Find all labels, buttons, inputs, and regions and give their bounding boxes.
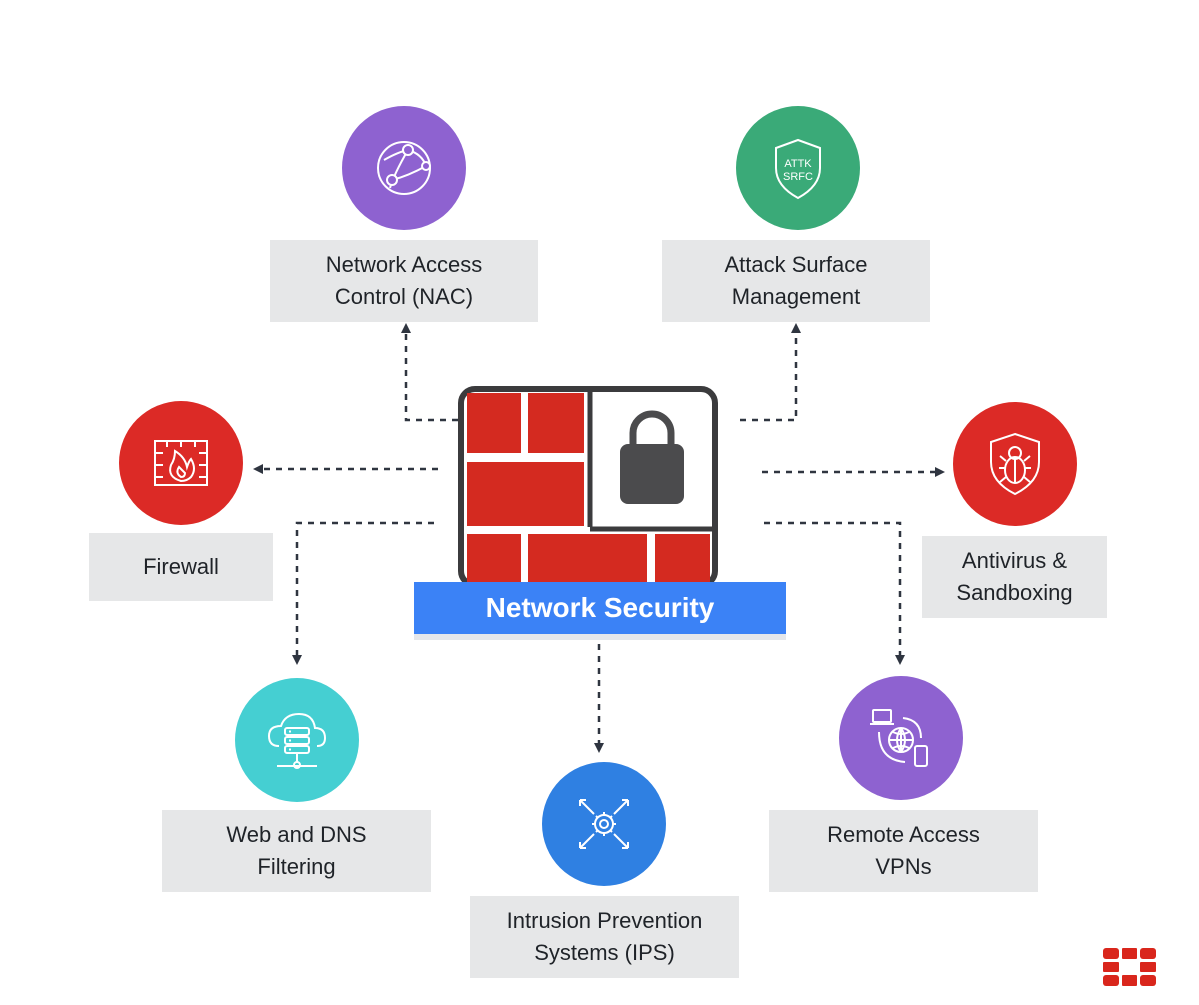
antivirus-label-line2: Sandboxing	[956, 580, 1073, 605]
vpn-icon-circle	[839, 676, 963, 800]
ips-icon-circle	[542, 762, 666, 886]
dns-label-line1: Web and DNS	[226, 822, 367, 847]
vpn-label: Remote Access VPNs	[769, 810, 1038, 892]
antivirus-label-line1: Antivirus &	[961, 548, 1068, 573]
cloud-server-icon	[267, 712, 327, 769]
center-title: Network Security	[414, 582, 786, 640]
asm-icon-circle: ATTK SRFC	[736, 106, 860, 230]
nac-label: Network Access Control (NAC)	[270, 240, 538, 322]
bug-shield-icon	[990, 432, 1040, 496]
asm-label: Attack Surface Management	[662, 240, 930, 322]
ips-label: Intrusion Prevention Systems (IPS)	[470, 896, 739, 978]
vpn-label-line1: Remote Access	[827, 822, 980, 847]
connector-dns	[292, 521, 434, 665]
ips-label-line2: Systems (IPS)	[534, 940, 675, 965]
devices-globe-icon	[870, 709, 928, 767]
nac-icon-circle	[342, 106, 466, 230]
asm-label-line2: Management	[731, 284, 861, 309]
dns-label: Web and DNS Filtering	[162, 810, 431, 892]
connector-nac	[401, 323, 458, 422]
shield-text-line2: SRFC	[783, 171, 813, 183]
connector-asm	[740, 323, 801, 422]
antivirus-label: Antivirus & Sandboxing	[922, 536, 1107, 618]
gear-arrows-icon	[579, 799, 629, 849]
shield-text-line1: ATTK	[784, 158, 812, 170]
globe-network-icon	[377, 141, 431, 195]
asm-label-line1: Attack Surface	[724, 252, 868, 277]
ips-label-line1: Intrusion Prevention	[506, 908, 703, 933]
dns-label-line2: Filtering	[257, 854, 336, 879]
connector-vpn	[764, 521, 905, 665]
nac-label-line2: Control (NAC)	[334, 284, 474, 309]
shield-icon: ATTK SRFC	[775, 138, 821, 200]
firewall-flame-icon	[154, 440, 208, 486]
nac-label-line1: Network Access	[325, 252, 483, 277]
padlock-icon	[620, 410, 684, 504]
fortinet-logo-icon	[1103, 948, 1156, 986]
brick-wall	[458, 386, 718, 588]
antivirus-icon-circle	[953, 402, 1077, 526]
firewall-icon-circle	[119, 401, 243, 525]
dns-icon-circle	[235, 678, 359, 802]
vpn-label-line2: VPNs	[875, 854, 932, 879]
firewall-label: Firewall	[89, 533, 273, 601]
